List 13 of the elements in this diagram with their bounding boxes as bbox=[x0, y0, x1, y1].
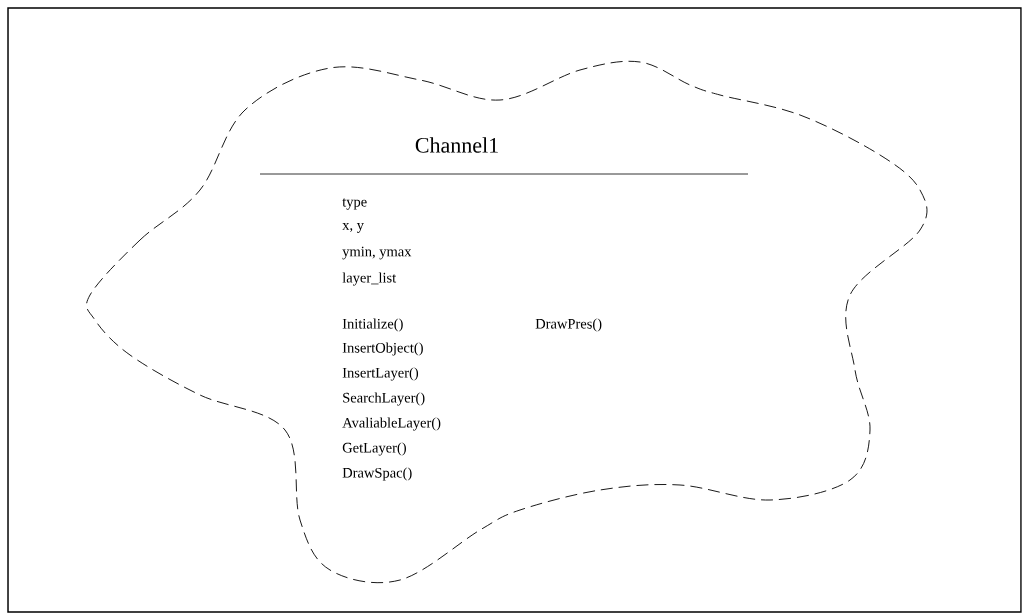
method-text: InsertLayer() bbox=[342, 367, 419, 381]
attribute-text: layer_list bbox=[342, 272, 397, 286]
class-name: Channel1 bbox=[415, 137, 498, 153]
attribute-text: type bbox=[342, 198, 367, 210]
method-text: DrawPres() bbox=[535, 318, 602, 332]
method-text: AvaliableLayer() bbox=[342, 417, 441, 431]
method-text: Initialize() bbox=[342, 318, 403, 332]
attribute-text: x, y bbox=[342, 223, 364, 233]
method-text: SearchLayer() bbox=[343, 392, 425, 406]
method-text: DrawSpac() bbox=[342, 467, 412, 481]
attribute-text: ymin, ymax bbox=[342, 246, 412, 260]
method-text: InsertObject() bbox=[342, 342, 423, 356]
method-text: GetLayer() bbox=[342, 442, 406, 456]
